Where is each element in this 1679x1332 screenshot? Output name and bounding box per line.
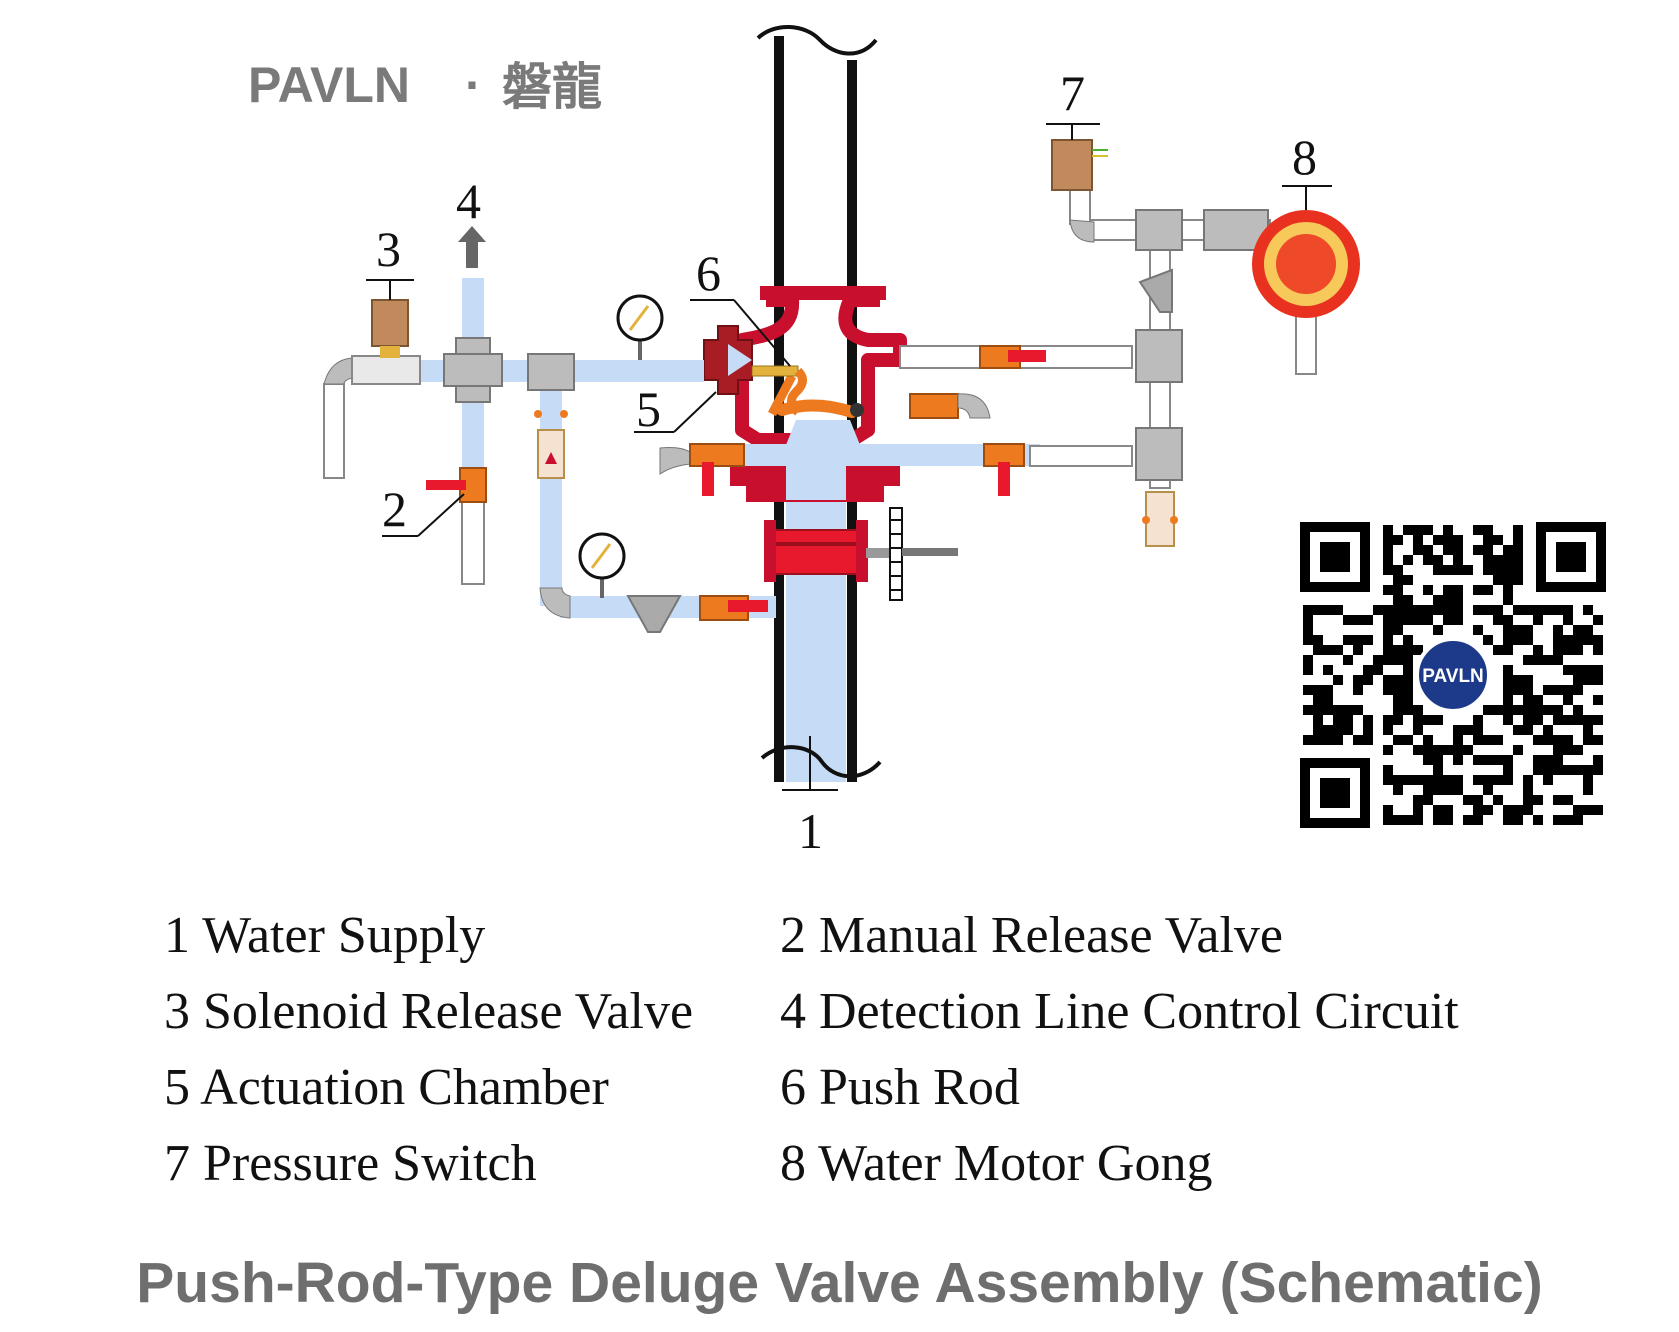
- svg-text:6: 6: [696, 245, 721, 301]
- qr-logo-text: PAVLN: [1422, 666, 1484, 687]
- svg-text:2: 2: [382, 481, 407, 537]
- callout-4: 4: [456, 173, 481, 229]
- right-trim-piping: [659, 155, 1317, 547]
- legend-item-2: 2 Manual Release Valve: [780, 907, 1283, 964]
- pressure-gauge-lower: [578, 532, 626, 598]
- callout-3: 3: [366, 221, 414, 300]
- pressure-switch: [1051, 139, 1108, 191]
- qr-code: PAVLN: [1300, 522, 1606, 828]
- svg-text:8: 8: [1292, 129, 1317, 185]
- deluge-valve-schematic: PAVLN · 磐龍: [248, 24, 1606, 859]
- legend-item-1: 1 Water Supply: [164, 907, 486, 964]
- solenoid-release-valve: [371, 299, 409, 358]
- detection-line-arrow: [458, 226, 486, 268]
- supply-ball-valve: [699, 595, 768, 621]
- pressure-gauge-upper: [616, 294, 664, 360]
- svg-text:1: 1: [798, 803, 823, 859]
- manual-release-valve: [426, 467, 487, 503]
- main-control-valve: [764, 507, 958, 601]
- svg-text:5: 5: [636, 381, 661, 437]
- water-motor-gong: [1252, 210, 1360, 318]
- callout-7: 7: [1046, 65, 1100, 140]
- legend-item-4: 4 Detection Line Control Circuit: [780, 983, 1459, 1040]
- callout-8: 8: [1282, 129, 1332, 210]
- actuation-chamber: [703, 325, 753, 395]
- brand-logo: PAVLN · 磐龍: [248, 57, 602, 116]
- brand-chinese-text: 磐龍: [502, 58, 602, 116]
- deluge-valve-body: [730, 286, 907, 502]
- callout-2: 2: [382, 481, 465, 537]
- callout-5: 5: [634, 381, 717, 437]
- callout-1: 1: [782, 736, 838, 859]
- legend-item-3: 3 Solenoid Release Valve: [164, 983, 694, 1040]
- diagram-title: Push-Rod-Type Deluge Valve Assembly (Sch…: [136, 1251, 1543, 1315]
- push-rod: [751, 365, 807, 416]
- svg-text:7: 7: [1060, 65, 1085, 121]
- legend-item-6: 6 Push Rod: [780, 1059, 1020, 1116]
- legend-item-7: 7 Pressure Switch: [164, 1135, 537, 1192]
- brand-separator: ·: [465, 57, 482, 113]
- svg-text:4: 4: [456, 173, 481, 229]
- brand-latin-text: PAVLN: [248, 57, 410, 113]
- callout-6: 6: [690, 245, 791, 367]
- legend-item-8: 8 Water Motor Gong: [780, 1135, 1213, 1192]
- legend-item-5: 5 Actuation Chamber: [164, 1059, 609, 1116]
- svg-text:3: 3: [376, 221, 401, 277]
